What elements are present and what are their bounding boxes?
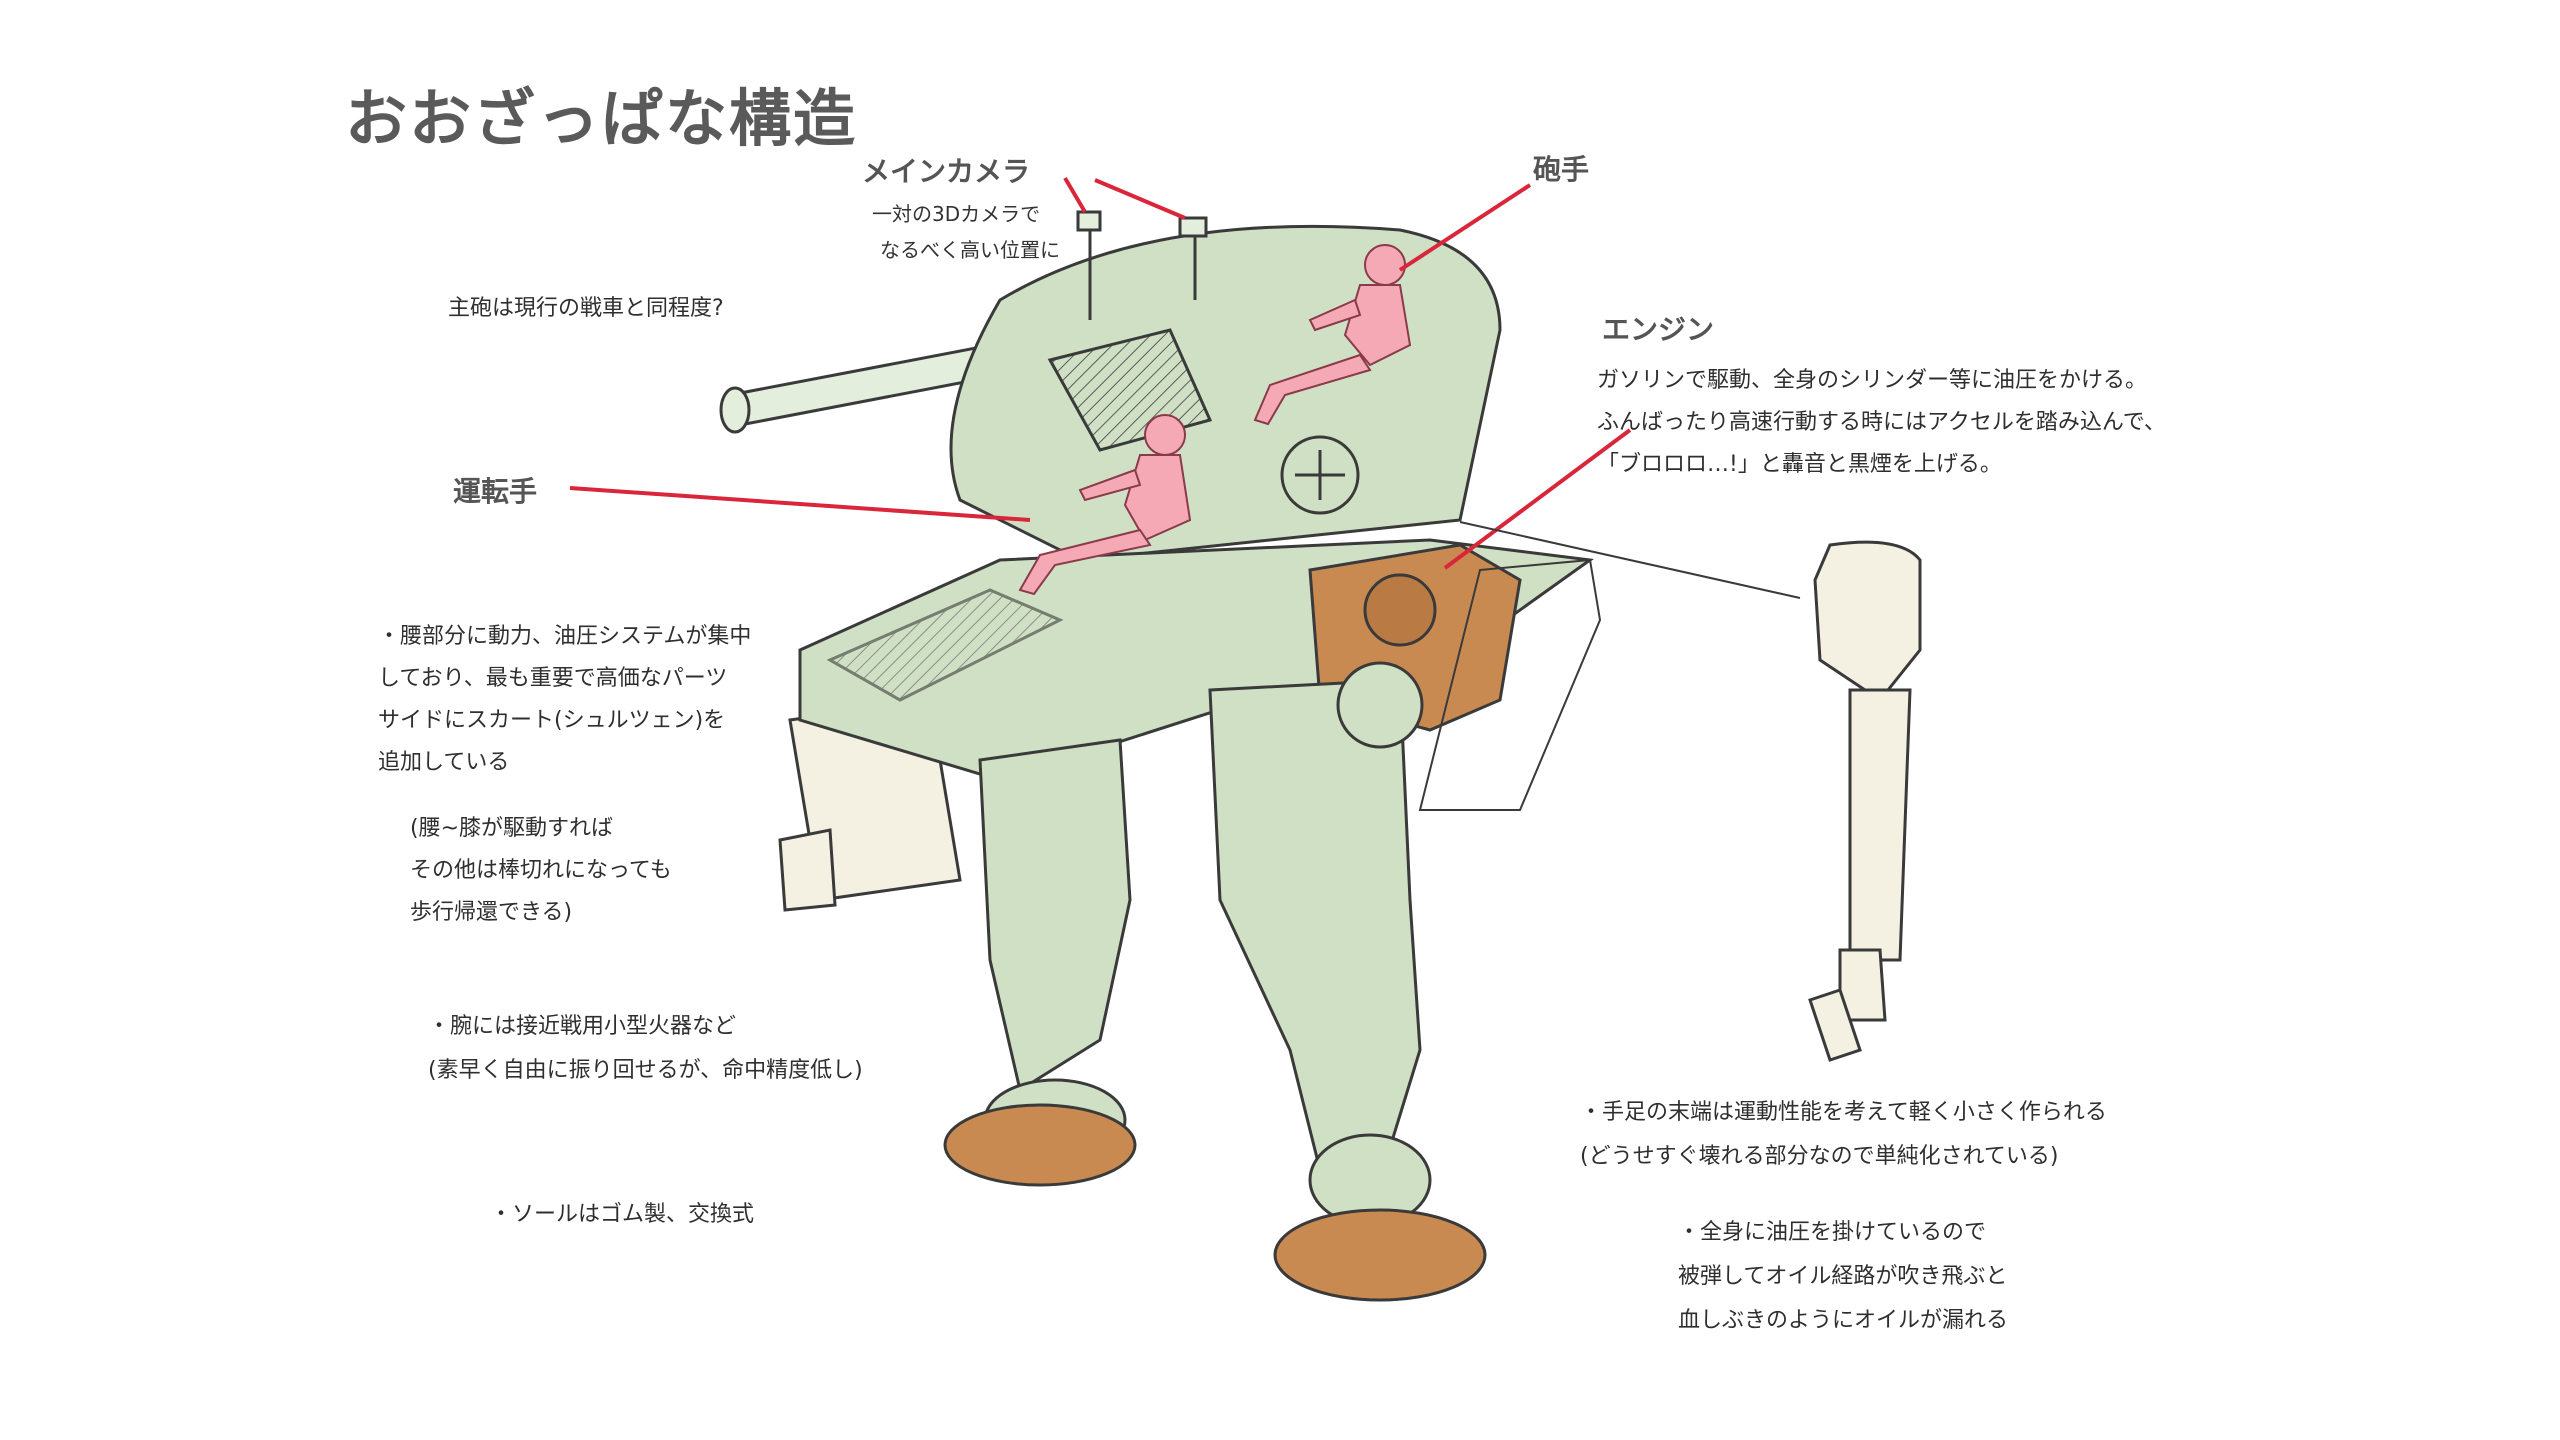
note-engine-1: ガソリンで駆動、全身のシリンダー等に油圧をかける。 [1597, 368, 2148, 393]
note-knee-2: その他は棒切れになっても [410, 858, 672, 883]
note-waist-1: ・腰部分に動力、油圧システムが集中 [378, 624, 752, 649]
note-main-gun: 主砲は現行の戦車と同程度? [448, 296, 724, 321]
note-knee-3: 歩行帰還できる) [410, 900, 573, 925]
label-driver: 運転手 [453, 475, 538, 508]
driver-figure [1018, 414, 1192, 596]
label-engine: エンジン [1602, 313, 1715, 346]
note-knee-1: (腰~膝が駆動すれば [410, 816, 614, 841]
note-waist-3: サイドにスカート(シュルツェン)を [378, 708, 726, 733]
note-arm-1: ・腕には接近戦用小型火器など [428, 1014, 737, 1039]
side-skirt-panel [1418, 558, 1602, 811]
label-main-camera: メインカメラ [862, 155, 1031, 188]
note-oil-2: 被弾してオイル経路が吹き飛ぶと [1678, 1264, 2008, 1289]
right-sole [1273, 1208, 1487, 1302]
arm-leader-line [1459, 521, 1801, 599]
leader-lines [569, 176, 1632, 570]
note-sole: ・ソールはゴム製、交換式 [490, 1202, 755, 1227]
left-leg [978, 738, 1132, 1162]
page-title: おおざっぱな構造 [345, 82, 858, 155]
note-engine-2: ふんばったり高速行動する時にはアクセルを踏み込んで、 [1597, 410, 2166, 435]
note-arm-2: (素早く自由に振り回せるが、命中精度低し) [428, 1058, 863, 1083]
right-leg [1208, 661, 1432, 1227]
note-oil-3: 血しぶきのようにオイルが漏れる [1678, 1308, 2009, 1333]
note-waist-4: 追加している [378, 750, 510, 775]
note-oil-1: ・全身に油圧を掛けているので [1678, 1220, 1987, 1245]
main-camera-note-1: 一対の3Dカメラで [872, 202, 1041, 226]
main-camera-note-2: なるべく高い位置に [880, 238, 1060, 262]
detached-arm [1808, 540, 1922, 1062]
note-limb-1: ・手足の末端は運動性能を考えて軽く小さく作られる [1580, 1100, 2107, 1125]
left-sole [943, 1103, 1137, 1187]
gunner-figure [1253, 244, 1412, 426]
note-waist-2: しており、最も重要で高価なパーツ [378, 666, 728, 691]
note-limb-2: (どうせすぐ壊れる部分なので単純化されている) [1580, 1144, 2059, 1169]
note-engine-3: 「ブロロロ…!」と轟音と黒煙を上げる。 [1597, 452, 2002, 477]
label-gunner: 砲手 [1533, 153, 1590, 186]
